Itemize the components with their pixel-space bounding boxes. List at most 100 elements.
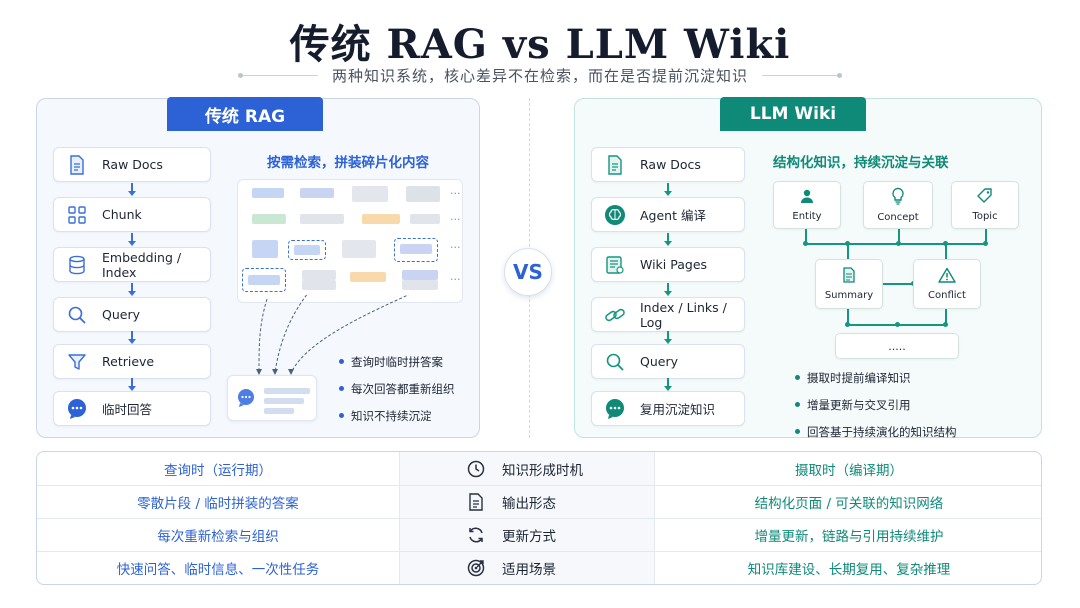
table-cell-wiki: 知识库建设、长期复用、复杂推理 xyxy=(747,562,951,578)
fragment xyxy=(252,214,286,224)
graph-edge xyxy=(847,309,849,325)
flow-arrow xyxy=(663,378,673,392)
database-icon xyxy=(66,254,88,276)
chat-icon xyxy=(604,398,626,420)
table-row: 查询时（运行期） 知识形成时机 摄取时（编译期） xyxy=(37,452,1041,485)
fragment xyxy=(410,214,440,224)
wiki-step-query: Query xyxy=(591,344,745,379)
rag-step-raw-docs: Raw Docs xyxy=(53,147,211,182)
wiki-step-label: Raw Docs xyxy=(640,157,701,172)
graph-edge xyxy=(847,243,849,259)
table-cell-rag: 每次重新检索与组织 xyxy=(157,529,279,545)
comparison-table: 查询时（运行期） 知识形成时机 摄取时（编译期） 零散片段 / 临时拼装的答案 … xyxy=(36,451,1042,585)
document-icon xyxy=(66,154,88,176)
wiki-panel: LLM Wiki Raw Docs Agent 编译 Wiki Pages In… xyxy=(574,97,1042,439)
flow-arrow xyxy=(663,233,673,247)
document-icon xyxy=(842,267,856,286)
graph-node-label: Concept xyxy=(877,212,919,223)
rag-section-title: 按需检索，拼装碎片化内容 xyxy=(267,155,429,171)
grid-icon xyxy=(66,204,88,226)
rag-step-chunk: Chunk xyxy=(53,197,211,232)
dimension-label: 更新方式 xyxy=(502,529,556,545)
chat-icon xyxy=(66,398,88,420)
rag-bullets: 查询时临时拼答案 每次回答都重新组织 知识不持续沉淀 xyxy=(339,355,455,436)
table-row: 每次重新检索与组织 更新方式 增量更新，链路与引用持续维护 xyxy=(37,518,1041,552)
lightbulb-icon xyxy=(890,187,906,208)
rag-step-label: Embedding / Index xyxy=(102,249,182,280)
flow-arrow xyxy=(663,183,673,197)
bullet-item: 回答基于持续演化的知识结构 xyxy=(795,425,957,452)
subtitle-divider-right xyxy=(762,72,842,78)
graph-edge xyxy=(898,229,900,243)
flow-arrow xyxy=(127,233,137,247)
fragment xyxy=(352,186,388,196)
fragment xyxy=(342,248,376,258)
rag-step-embedding: Embedding / Index xyxy=(53,247,211,282)
rag-step-label: 临时回答 xyxy=(102,402,153,417)
fragment xyxy=(302,270,336,280)
table-cell-dimension: 适用场景 xyxy=(399,551,655,584)
vs-badge: VS xyxy=(504,248,552,296)
fragment xyxy=(402,280,438,290)
search-icon xyxy=(604,351,626,373)
warning-icon xyxy=(938,267,956,286)
graph-junction xyxy=(943,241,948,246)
document-icon xyxy=(466,492,486,512)
fragment xyxy=(352,192,388,202)
fragment xyxy=(406,186,440,196)
flow-arrow xyxy=(127,378,137,392)
table-row: 快速问答、临时信息、一次性任务 适用场景 知识库建设、长期复用、复杂推理 xyxy=(37,551,1041,584)
fragment xyxy=(400,244,432,254)
table-cell-dimension: 知识形成时机 xyxy=(399,452,655,485)
assembled-answer xyxy=(227,375,317,421)
table-cell-wiki: 结构化页面 / 可关联的知识网络 xyxy=(754,496,944,512)
fragment xyxy=(294,245,320,255)
wiki-step-label: 复用沉淀知识 xyxy=(640,402,716,417)
table-cell-wiki: 摄取时（编译期） xyxy=(795,462,903,479)
graph-edge xyxy=(883,283,913,285)
wiki-step-wiki-pages: Wiki Pages xyxy=(591,247,745,282)
retrieve-arrows xyxy=(256,295,410,375)
wiki-step-reuse: 复用沉淀知识 xyxy=(591,391,745,426)
wiki-panel-tab: LLM Wiki xyxy=(720,97,866,131)
wiki-step-index-links: Index / Links / Log xyxy=(591,297,745,332)
clock-icon xyxy=(466,459,486,479)
fragment xyxy=(362,214,400,224)
target-icon xyxy=(466,558,486,578)
rag-step-retrieve: Retrieve xyxy=(53,344,211,379)
graph-node-label: Entity xyxy=(792,211,822,222)
bullet-item: 知识不持续沉淀 xyxy=(339,409,455,436)
rag-step-label: Retrieve xyxy=(102,354,155,369)
graph-edge xyxy=(945,243,947,259)
graph-node-label: ..... xyxy=(888,339,906,353)
wiki-section-title: 结构化知识，持续沉淀与关联 xyxy=(773,155,949,171)
fragment xyxy=(248,275,280,285)
fragment-ellipsis: ... xyxy=(450,184,461,197)
document-icon xyxy=(604,154,626,176)
wiki-step-label: Wiki Pages xyxy=(640,257,708,272)
graph-junction xyxy=(896,241,901,246)
brain-icon xyxy=(604,204,626,226)
flow-arrow xyxy=(663,331,673,345)
graph-junction xyxy=(845,241,850,246)
fragment xyxy=(342,240,376,250)
search-icon xyxy=(66,304,88,326)
bullet-item: 摄取时提前编译知识 xyxy=(795,371,957,398)
refresh-icon xyxy=(466,525,486,545)
wiki-step-label: Index / Links / Log xyxy=(640,299,727,330)
fragment xyxy=(300,214,344,224)
rag-step-label: Raw Docs xyxy=(102,157,163,172)
fragment xyxy=(252,248,278,258)
fragment xyxy=(350,272,386,282)
flow-arrow xyxy=(127,183,137,197)
user-icon xyxy=(799,188,815,207)
graph-node-conflict: Conflict xyxy=(913,259,981,309)
fragment xyxy=(300,188,334,198)
wiki-bullets: 摄取时提前编译知识 增量更新与交叉引用 回答基于持续演化的知识结构 xyxy=(795,371,957,452)
rag-step-temp-answer: 临时回答 xyxy=(53,391,211,426)
graph-edge xyxy=(945,309,947,325)
table-row: 零散片段 / 临时拼装的答案 输出形态 结构化页面 / 可关联的知识网络 xyxy=(37,485,1041,519)
pages-icon xyxy=(604,254,626,276)
chat-icon xyxy=(236,388,256,412)
rag-panel-tab: 传统 RAG xyxy=(167,97,323,131)
